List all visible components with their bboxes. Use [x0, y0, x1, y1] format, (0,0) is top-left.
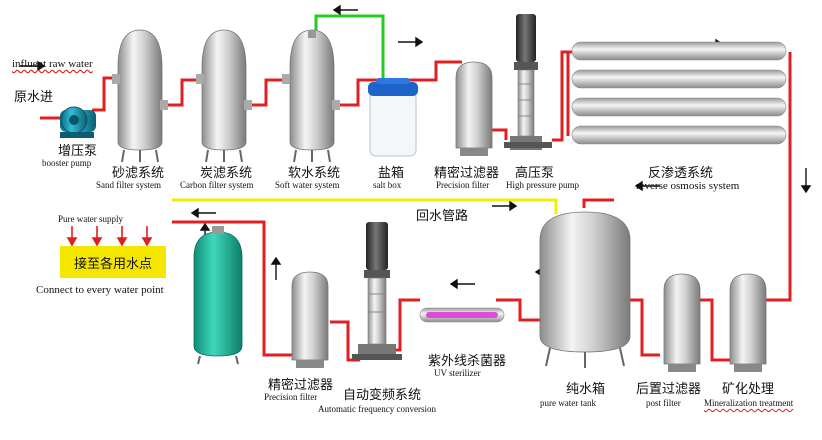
salt-box	[368, 78, 418, 157]
mineralization-filter	[729, 273, 767, 372]
mineralization-label: 矿化处理	[722, 382, 775, 397]
pure-water-tank-en-label: pure water tank	[540, 398, 596, 408]
high-pressure-pump	[504, 14, 552, 150]
precision-filter-2-en-label: Precision filter	[264, 392, 318, 402]
soft-water-tank	[282, 29, 340, 163]
tank-top-pipe	[582, 198, 614, 208]
soft-water-label: 软水系统	[288, 166, 341, 181]
afc-pump	[352, 222, 402, 360]
arrow-left-icon	[190, 207, 216, 219]
booster-pump-en-label: booster pump	[42, 158, 92, 168]
arrow-right-icon	[398, 36, 424, 48]
precision-filter-2-label: 精密过滤器	[268, 378, 334, 393]
pressure-tank	[193, 226, 243, 365]
uv-sterilizer-label: 紫外线杀菌器	[428, 354, 507, 369]
return-pipe-label: 回水管路	[416, 209, 469, 224]
ro-outlet-pipe	[760, 136, 792, 302]
arrow-down-icon	[800, 168, 812, 194]
mineralization-en-label: Mineralization treatment	[704, 398, 794, 408]
arrow-down-icon	[66, 226, 78, 247]
water-supply-box-text: 接至各用水点	[73, 256, 152, 272]
post-filter-en-label: post filter	[646, 398, 681, 408]
precision-to-hp-pipe	[492, 128, 508, 140]
sand-filter-tank	[112, 29, 168, 163]
pure-water-supply-label: Pure water supply	[58, 214, 123, 224]
arrow-left-icon	[332, 4, 358, 16]
arrow-right-icon	[492, 200, 518, 212]
tank-to-uv-pipe	[496, 298, 540, 322]
salt-box-en-label: salt box	[373, 180, 402, 190]
sand-to-carbon-pipe	[165, 78, 196, 107]
precision2-to-tank-pipe	[172, 220, 292, 357]
supply-arrows	[66, 226, 153, 247]
post-filter	[663, 273, 701, 372]
high-pressure-pump-en-label: High pressure pump	[506, 180, 579, 190]
pump-to-sand-pipe	[92, 76, 112, 112]
afc-en-label: Automatic frequency conversion	[318, 404, 436, 414]
raw-water-label: 原水进	[14, 90, 54, 105]
arrow-down-icon	[116, 226, 128, 247]
carbon-filter-en-label: Carbon filter system	[180, 180, 254, 190]
influent-label: influent raw water	[12, 58, 93, 70]
precision-filter-1	[455, 61, 493, 156]
arrow-left-icon	[449, 278, 475, 290]
post-filter-label: 后置过滤器	[636, 382, 702, 397]
uv-sterilizer-en-label: UV sterilizer	[434, 368, 481, 378]
arrow-left-icon	[634, 180, 660, 192]
precision-filter-1-label: 精密过滤器	[434, 166, 500, 181]
booster-pump-label: 增压泵	[58, 144, 98, 159]
pure-water-tank	[539, 211, 631, 368]
carbon-filter-label: 炭滤系统	[200, 166, 253, 181]
afc-label: 自动变频系统	[343, 388, 422, 403]
precision-filter-1-en-label: Precision filter	[436, 180, 490, 190]
ro-system-en-label: reverse osmosis system	[636, 180, 740, 192]
arrow-right-icon	[20, 60, 46, 72]
soft-water-en-label: Soft water system	[275, 180, 340, 190]
sand-filter-en-label: Sand filter system	[96, 180, 161, 190]
arrow-down-icon	[141, 226, 153, 247]
post-to-tank-pipe	[630, 298, 660, 357]
brine-pipe	[314, 14, 385, 84]
high-pressure-pump-label: 高压泵	[515, 166, 555, 181]
mineral-to-post-pipe	[700, 298, 730, 362]
connect-label: Connect to every water point	[36, 284, 164, 296]
carbon-filter-tank	[196, 29, 252, 163]
salt-box-label: 盐箱	[378, 166, 405, 181]
arrow-up-icon	[270, 256, 282, 280]
ro-system-label: 反渗透系统	[648, 166, 714, 181]
return-pipe	[172, 198, 558, 214]
arrow-down-icon	[91, 226, 103, 247]
sand-filter-label: 砂滤系统	[112, 166, 165, 181]
uv-sterilizer	[419, 307, 505, 323]
pure-water-tank-label: 纯水箱	[566, 382, 606, 397]
precision-filter-2	[291, 271, 329, 368]
water-supply-box: 接至各用水点	[60, 246, 166, 278]
carbon-to-soft-pipe	[252, 78, 282, 107]
booster-pump	[60, 106, 96, 138]
ro-membranes	[571, 41, 787, 145]
